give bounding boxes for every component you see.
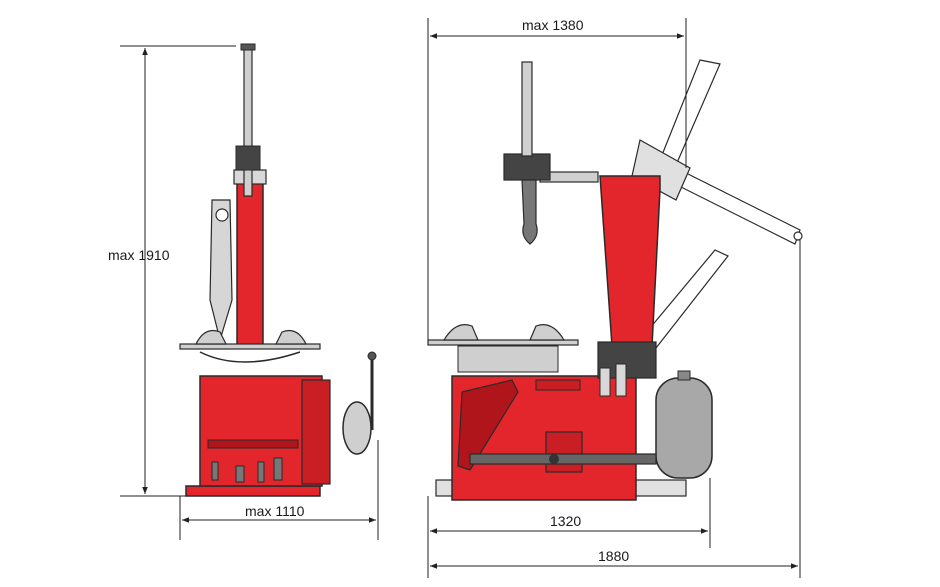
side-column <box>599 175 661 347</box>
side-bead-breaker-bar <box>469 453 657 465</box>
side-air-tank <box>655 377 713 479</box>
side-cabinet-slot <box>535 379 581 391</box>
pressure-gauge-icon <box>215 208 229 222</box>
front-hoses <box>199 351 301 363</box>
front-column <box>236 174 264 346</box>
front-cabinet-side <box>301 379 331 485</box>
dim-side-total-width-label: 1880 <box>598 548 629 564</box>
side-air-regulators <box>599 363 627 397</box>
dim-side-top-width-label: max 1380 <box>522 17 584 33</box>
front-head-block <box>235 145 261 171</box>
side-tilt-pin <box>793 231 803 241</box>
dimension-lines <box>120 18 801 578</box>
side-tilted-bracket <box>631 139 691 201</box>
side-clamps <box>442 324 566 341</box>
front-lever-knob <box>367 351 377 361</box>
side-arm-head <box>503 153 551 181</box>
front-shaft <box>243 45 253 197</box>
side-vertical-shaft <box>521 61 533 157</box>
dim-front-width-label: max 1110 <box>245 503 305 519</box>
front-grille <box>207 439 299 449</box>
front-bead-breaker-pad <box>342 401 372 455</box>
side-access-panel <box>545 431 583 473</box>
side-mount-demount-head <box>521 179 538 245</box>
front-clamps <box>195 329 307 345</box>
dim-front-height-label: max 1910 <box>108 247 170 263</box>
front-left-bracket <box>209 199 233 343</box>
front-pedals <box>211 457 283 483</box>
side-turntable <box>427 339 579 346</box>
side-bar-bolt <box>549 454 559 464</box>
side-clamp-base <box>457 345 559 373</box>
side-bead-breaker-arm <box>457 379 519 471</box>
side-air-tank-cap <box>677 370 691 381</box>
front-view-machine <box>179 43 377 497</box>
front-base-plate <box>185 485 321 497</box>
side-view-machine <box>427 59 803 501</box>
front-shaft-handle <box>240 43 256 51</box>
side-tilted-head <box>674 169 801 245</box>
front-turntable <box>179 343 321 350</box>
dim-side-base-width-label: 1320 <box>550 513 581 529</box>
